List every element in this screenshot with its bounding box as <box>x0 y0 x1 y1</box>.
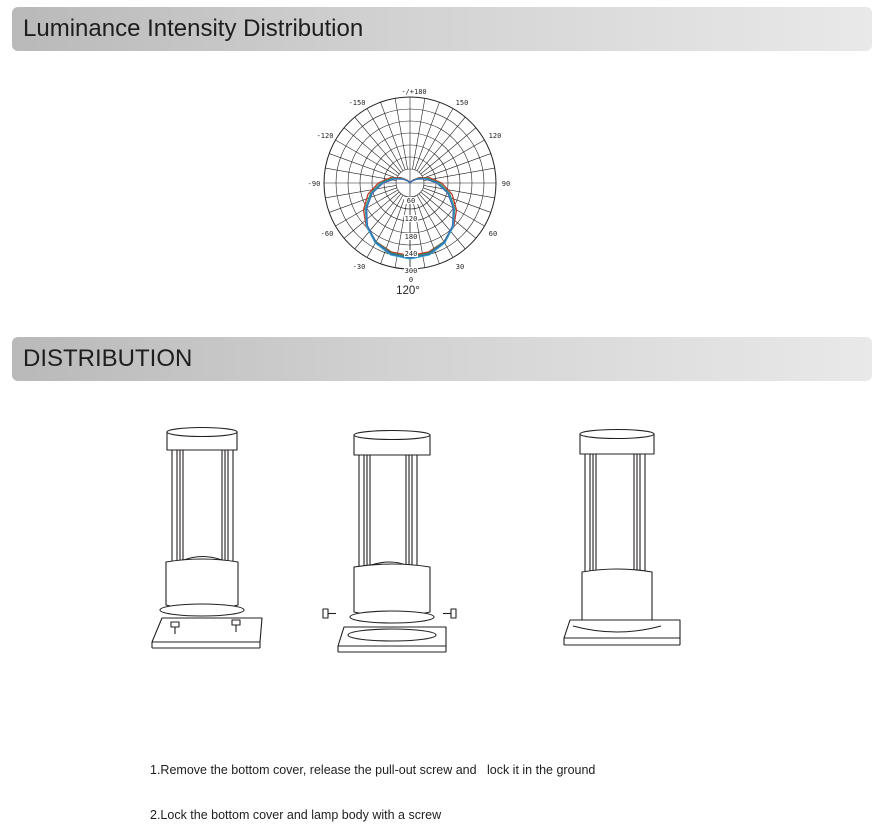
ring-label-bg <box>404 233 418 240</box>
polar-spoke <box>325 167 397 181</box>
lamp-top-cap <box>166 426 238 451</box>
lamp-body <box>349 563 435 624</box>
lamp-base-plate <box>337 626 447 653</box>
angle-label: 150 <box>456 99 469 107</box>
angle-label: -30 <box>353 263 366 271</box>
intensity-curve-4 <box>365 178 455 259</box>
section-header-distribution: DISTRIBUTION <box>12 337 872 381</box>
polar-spoke <box>414 102 440 170</box>
lamp-pillars <box>358 454 418 568</box>
polar-spoke <box>412 98 426 170</box>
ring-label: 240 <box>405 250 418 258</box>
polar-spoke <box>335 139 399 177</box>
lamp-base-plate <box>563 619 681 646</box>
polar-spoke <box>325 185 397 199</box>
lamp-step-2 <box>322 429 457 653</box>
ring-label-bg <box>404 267 418 274</box>
polar-labels: -/+1801501209060300-30-60-90-120-1506012… <box>308 88 511 297</box>
angle-label: 120 <box>489 132 502 140</box>
ring-label-bg <box>404 215 418 222</box>
lamp-step-1 <box>151 426 263 649</box>
lamp-base-plate <box>151 617 263 649</box>
ring-label: 300 <box>405 267 418 275</box>
polar-spoke <box>421 139 485 177</box>
polar-spoke <box>416 194 454 258</box>
polar-spoke <box>329 153 397 179</box>
installation-instructions: 1.Remove the bottom cover, release the p… <box>150 733 595 838</box>
polar-spoke <box>343 191 400 239</box>
lamp-pillars <box>171 449 234 563</box>
polar-spoke <box>423 167 495 181</box>
lamp-top-cap <box>353 429 431 456</box>
lamp-body <box>159 558 245 617</box>
screw-icon <box>322 608 457 619</box>
lamp-top-cap <box>579 428 655 455</box>
polar-spoke <box>380 196 406 264</box>
angle-label: -/+180 <box>401 88 426 96</box>
section-title-luminance: Luminance Intensity Distribution <box>23 15 364 42</box>
instruction-step-1: 1.Remove the bottom cover, release the p… <box>150 763 596 777</box>
beam-angle-label: 120° <box>396 285 420 297</box>
luminance-polar-chart: -/+1801501209060300-30-60-90-120-1506012… <box>308 88 511 297</box>
polar-spoke <box>423 153 491 179</box>
polar-spoke <box>418 193 466 250</box>
polar-spoke <box>420 191 477 239</box>
installation-diagram <box>151 426 681 653</box>
polar-spoke <box>416 108 454 172</box>
ring-label: 60 <box>407 197 415 205</box>
polar-spoke <box>343 127 400 175</box>
polar-spoke <box>418 116 466 173</box>
polar-spoke <box>423 187 491 213</box>
polar-spoke <box>354 193 402 250</box>
ring-label-bg <box>404 197 418 204</box>
polar-spoke <box>394 98 408 170</box>
polar-spoke <box>420 127 477 175</box>
angle-label: -90 <box>308 180 321 188</box>
ring-label-bg <box>404 250 418 257</box>
polar-spoke <box>354 116 402 173</box>
angle-label: 0 <box>409 276 413 284</box>
lamp-pillars <box>584 453 646 577</box>
section-title-distribution: DISTRIBUTION <box>23 345 193 372</box>
angle-label: -60 <box>321 230 334 238</box>
polar-spoke <box>380 102 406 170</box>
angle-label: 60 <box>489 230 497 238</box>
ring-label: 120 <box>405 215 418 223</box>
instruction-step-2: 2.Lock the bottom cover and lamp body wi… <box>150 808 442 822</box>
angle-label: -150 <box>349 99 366 107</box>
polar-spoke <box>329 187 397 213</box>
screw-icon <box>170 619 241 634</box>
angle-label: 90 <box>502 180 510 188</box>
section-header-luminance: Luminance Intensity Distribution <box>12 7 872 51</box>
polar-spoke <box>414 196 440 264</box>
polar-spoke <box>423 185 495 199</box>
angle-label: -120 <box>317 132 334 140</box>
polar-spoke <box>366 108 404 172</box>
ring-label: 180 <box>405 233 418 241</box>
angle-label: 30 <box>456 263 464 271</box>
polar-spoke <box>366 194 404 258</box>
lamp-step-3 <box>563 428 681 646</box>
